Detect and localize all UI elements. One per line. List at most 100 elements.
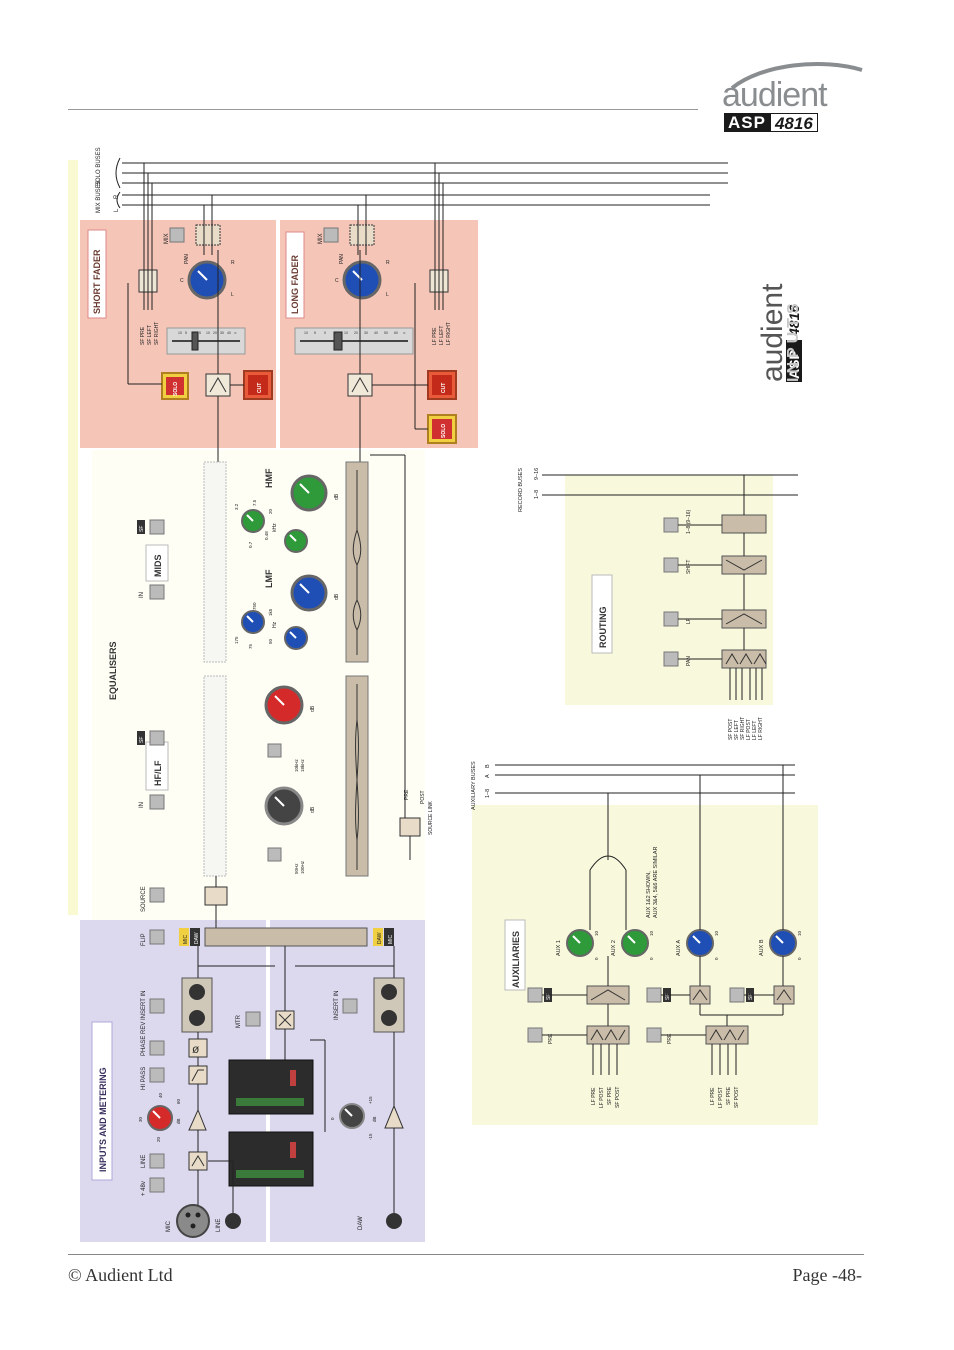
hf-freq-button[interactable] <box>267 743 282 758</box>
sf-left-send: SF LEFT <box>147 325 153 345</box>
source-link-post: POST <box>420 790 426 804</box>
eq-hflf-sf-badge-bg <box>137 731 145 745</box>
phantom-label: + 48v <box>141 1181 147 1196</box>
source-button[interactable] <box>149 887 165 903</box>
eq-mids-sf-badge: SF <box>139 526 145 532</box>
routing-lines <box>678 475 763 700</box>
eq-mids-sf-badge-bg <box>137 520 145 534</box>
long-fader-slot <box>300 340 408 342</box>
long-fader-cap[interactable] <box>333 331 343 351</box>
auxa-sf-badge: SF <box>665 994 671 1000</box>
svg-text:10: 10 <box>714 930 719 936</box>
eq-hflf-sf-button[interactable] <box>149 730 165 746</box>
phantom-button[interactable] <box>149 1177 165 1193</box>
svg-text:750: 750 <box>252 602 257 610</box>
aux1-label: AUX 1 <box>556 940 562 956</box>
lf-route-button[interactable] <box>663 611 679 627</box>
lf-mix-switch <box>349 224 375 246</box>
long-fader-title: LONG FADER <box>290 254 300 314</box>
lf-route-icon <box>725 613 763 625</box>
svg-text:SF LEFT: SF LEFT <box>734 720 740 740</box>
shift-button[interactable] <box>663 557 679 573</box>
shift-icon <box>725 559 763 571</box>
eq-hflf-strip <box>203 675 227 877</box>
aux12-pre-switch-icon <box>590 1029 626 1041</box>
shift-label: SHIFT <box>686 560 692 574</box>
sf-mix-label: MIX <box>164 233 170 244</box>
lmf-title: LMF <box>264 569 274 588</box>
routing-range-button[interactable] <box>663 517 679 533</box>
lf-freq-button[interactable] <box>267 847 282 862</box>
hmf-db-label: dB <box>334 493 340 500</box>
aux2-pointer <box>627 935 636 944</box>
insert-in-button-left[interactable] <box>149 998 165 1014</box>
lf-mix-button[interactable] <box>323 227 339 243</box>
sf-mix-button[interactable] <box>169 227 185 243</box>
insert-in-button-right[interactable] <box>342 998 358 1014</box>
phase-rev-button[interactable] <box>149 1040 165 1056</box>
sf-pan-l: L <box>231 292 234 298</box>
record-9-16-label: 9–16 <box>534 468 540 480</box>
aux12-pre-button[interactable] <box>527 1027 543 1043</box>
eq-mids-sf-button[interactable] <box>149 519 165 535</box>
sf-pan-pointer <box>197 270 208 281</box>
svg-text:0: 0 <box>192 331 194 335</box>
insert-send-jack-r-icon <box>381 984 397 1000</box>
line-jack-icon <box>225 1213 241 1229</box>
sf-right-send: SF RIGHT <box>154 322 160 345</box>
auxb-sf-switch <box>773 985 795 1005</box>
svg-text:SF RIGHT: SF RIGHT <box>740 717 746 740</box>
lf-right-send: LF RIGHT <box>446 322 452 345</box>
pan-route-button[interactable] <box>663 651 679 667</box>
short-fader-cap[interactable] <box>191 331 199 351</box>
flip-button[interactable] <box>149 929 165 945</box>
side-logo-asp-bg <box>786 340 802 382</box>
auxb-sf-button[interactable] <box>729 987 745 1003</box>
daw-connector-label: DAW <box>358 1216 364 1230</box>
aux-title-box <box>504 919 526 991</box>
sf-pan-label: PAN <box>184 254 190 264</box>
lf-db-label: dB <box>310 806 316 813</box>
mtr-button[interactable] <box>245 1011 261 1027</box>
eq-hflf-in-label: IN <box>139 802 145 808</box>
footer-copyright: © Audient Ltd <box>68 1265 173 1285</box>
lf-vca-triangle-icon <box>351 376 369 393</box>
hf-db-label: dB <box>310 705 316 712</box>
svg-text:0: 0 <box>797 957 802 960</box>
aux12-sf-button[interactable] <box>527 987 543 1003</box>
lf-mix-label: MIX <box>318 233 324 244</box>
source-switch <box>204 886 228 906</box>
auxa-sf-button[interactable] <box>646 987 662 1003</box>
mic-line-switch-icon <box>191 1155 205 1167</box>
auxb-sf-badge: SF <box>748 994 754 1000</box>
sf-vca-triangle-icon <box>209 376 227 393</box>
svg-text:0: 0 <box>714 957 719 960</box>
auxiliaries-panel <box>472 805 818 1125</box>
svg-text:175: 175 <box>234 636 239 644</box>
routing-range-label: 1–8 (9–16) <box>686 509 692 534</box>
svg-text:50: 50 <box>384 331 388 335</box>
svg-text:+15: +15 <box>368 1096 373 1104</box>
flip-mic-badge-r-bg <box>384 928 394 946</box>
hmf-title: HMF <box>264 468 274 488</box>
svg-text:LF PRE: LF PRE <box>591 1087 597 1105</box>
xlr-pin-3-icon <box>190 1223 196 1229</box>
auxab-pre-button[interactable] <box>646 1027 662 1043</box>
header-rule <box>68 109 698 110</box>
mic-connector-label: MIC <box>166 1220 172 1232</box>
aux-1-8-label: 1–8 <box>485 789 491 798</box>
hi-pass-curve-icon <box>191 1069 204 1082</box>
flip-mic-badge-r: MIC <box>388 934 394 944</box>
lf-pan-l: L <box>386 292 389 298</box>
source-link-switch <box>399 817 421 837</box>
eq-mids-in-button[interactable] <box>149 584 165 600</box>
mtr-switch-cross-icon <box>278 1013 292 1027</box>
aux-note-line1: AUX 1&2 SHOWN, <box>646 871 652 918</box>
eq-hflf-in-button[interactable] <box>149 794 165 810</box>
line-button[interactable] <box>149 1153 165 1169</box>
eq-hflf-sf-badge: SF <box>139 737 145 743</box>
mic-gain-marks: 30 40 20 60 dB <box>138 1092 181 1142</box>
hi-pass-button[interactable] <box>149 1067 165 1083</box>
svg-text:30: 30 <box>138 1116 143 1122</box>
